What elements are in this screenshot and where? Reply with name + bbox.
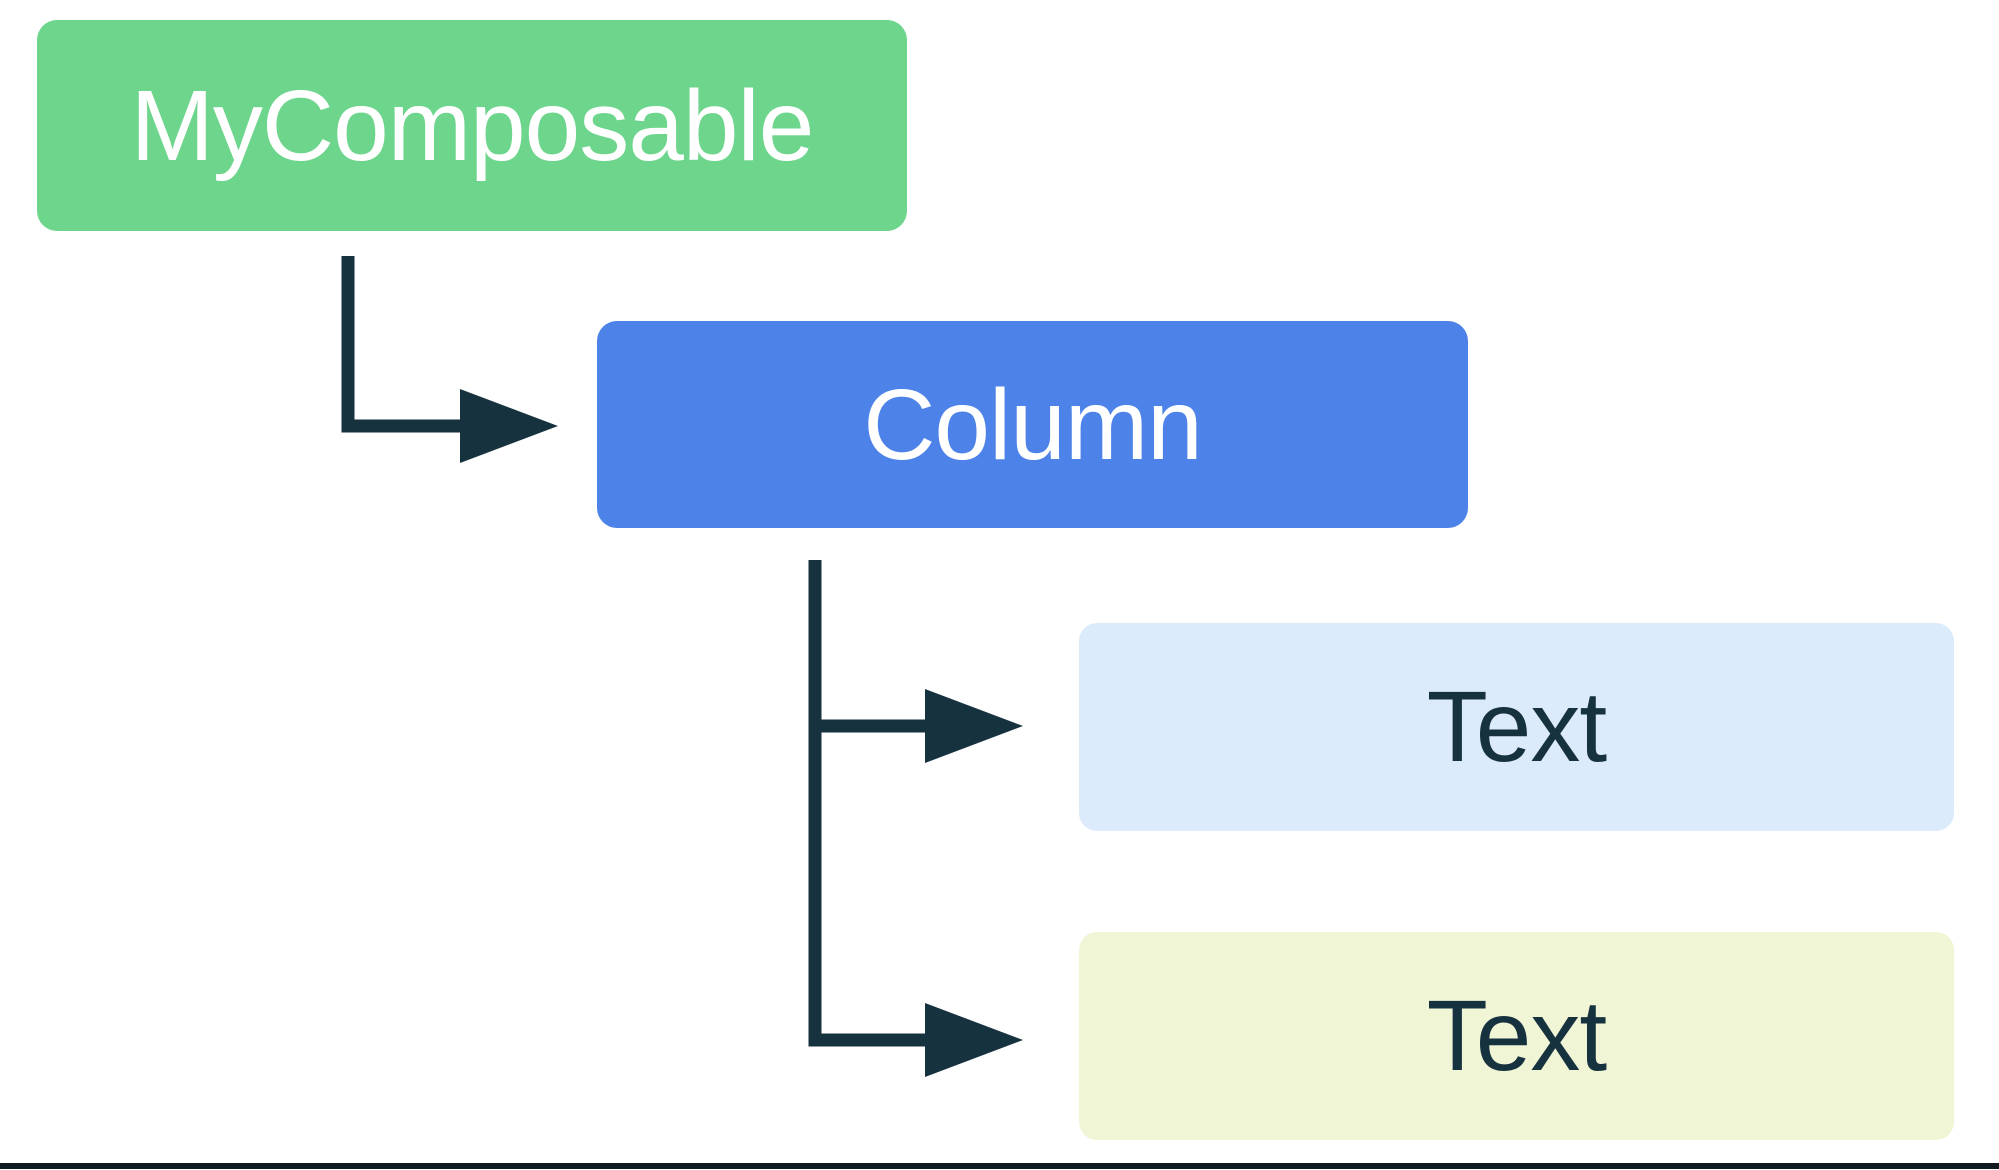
node-text-1: Text [1079, 623, 1954, 831]
node-column-label: Column [863, 368, 1203, 481]
node-column: Column [597, 321, 1468, 528]
node-text-1-label: Text [1426, 671, 1607, 783]
arrowhead-column-to-text-1 [925, 689, 1023, 763]
node-text-2: Text [1079, 932, 1954, 1140]
connector-mycomposable-to-column [341, 256, 462, 433]
arrowhead-mycomposable-to-column [460, 389, 558, 463]
node-text-2-label: Text [1426, 980, 1607, 1092]
connector-column-trunk [808, 560, 927, 1047]
arrowhead-column-to-text-2 [925, 1003, 1023, 1077]
bottom-divider [0, 1163, 1999, 1169]
node-mycomposable-label: MyComposable [130, 69, 815, 182]
node-mycomposable: MyComposable [37, 20, 907, 231]
